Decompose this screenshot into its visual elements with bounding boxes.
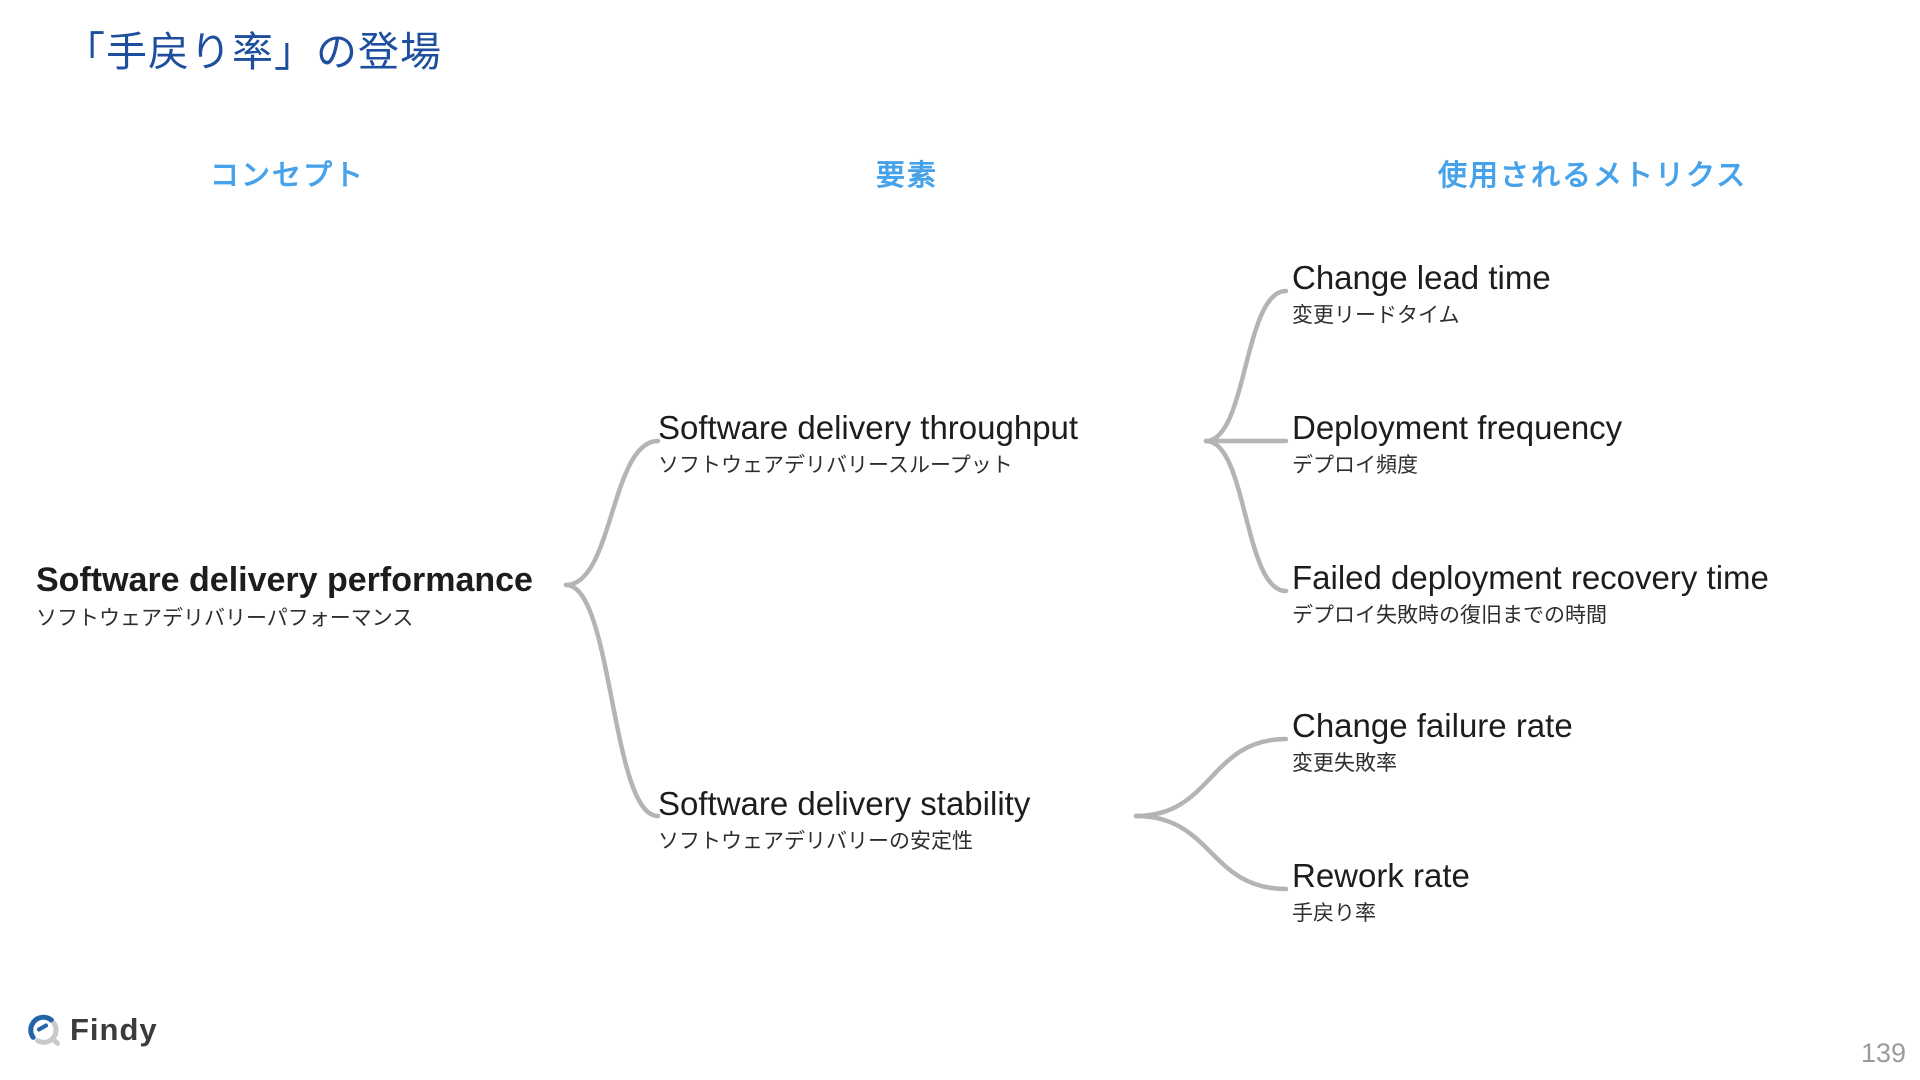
node-subtitle-ja: ソフトウェアデリバリーの安定性 [658,829,973,853]
node-subtitle-ja: ソフトウェアデリバリースループット [658,453,1013,477]
column-header-metrics: 使用されるメトリクス [1438,160,1748,192]
node-software-delivery-performance: Software delivery performance ソフトウェアデリバリ… [36,560,533,632]
node-title-en: Rework rate [1292,857,1470,894]
node-title-en: Change lead time [1292,259,1551,296]
column-header-element: 要素 [876,160,939,192]
node-title-en: Deployment frequency [1292,409,1623,446]
node-subtitle-ja: デプロイ頻度 [1292,453,1418,477]
node-subtitle-ja: 手戻り率 [1292,901,1376,925]
node-title-en: Software delivery performance [36,561,533,599]
slide-title: 「手戻り率」の登場 [64,29,442,75]
connector-stability-to-change-failure-rate [1133,736,1289,819]
connector-stability-to-rework-rate [1133,813,1289,892]
node-subtitle-ja: デプロイ失敗時の復旧までの時間 [1292,603,1607,627]
node-change-lead-time: Change lead time 変更リードタイム [1292,258,1551,329]
connector-root-to-stability [563,582,661,819]
node-title-en: Software delivery throughput [658,409,1079,446]
findy-logo-text: Findy [70,1012,158,1047]
node-software-delivery-throughput: Software delivery throughput ソフトウェアデリバリー… [658,408,1078,479]
node-change-failure-rate: Change failure rate 変更失敗率 [1292,706,1573,777]
connector-throughput-to-change-lead-time [1203,288,1289,444]
connector-root-to-throughput [563,438,661,588]
node-subtitle-ja: 変更失敗率 [1292,751,1397,775]
connector-throughput-to-failed-deployment-recovery [1203,438,1289,594]
node-title-en: Failed deployment recovery time [1292,559,1769,596]
node-subtitle-ja: ソフトウェアデリバリーパフォーマンス [36,606,414,630]
findy-logo: Findy [26,1012,158,1048]
node-failed-deployment-recovery-time: Failed deployment recovery time デプロイ失敗時の… [1292,558,1769,629]
node-rework-rate: Rework rate 手戻り率 [1292,856,1470,927]
findy-logo-icon [28,1014,60,1046]
column-header-concept: コンセプト [210,160,366,192]
node-title-en: Software delivery stability [658,785,1031,822]
node-deployment-frequency: Deployment frequency デプロイ頻度 [1292,408,1622,479]
node-subtitle-ja: 変更リードタイム [1292,303,1460,327]
node-title-en: Change failure rate [1292,707,1573,744]
page-number: 139 [1860,1038,1906,1068]
node-software-delivery-stability: Software delivery stability ソフトウェアデリバリーの… [658,784,1030,855]
